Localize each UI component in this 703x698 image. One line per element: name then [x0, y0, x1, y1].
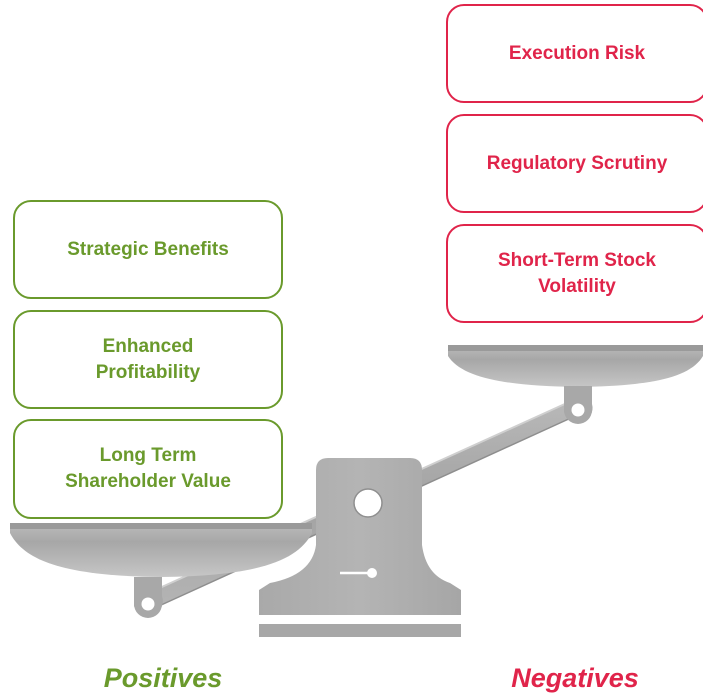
- negative-item-label: Short-Term Stock Volatility: [497, 249, 656, 297]
- positive-item-strategic-benefits: Strategic Benefits: [13, 200, 283, 299]
- positive-item-label: Long Term Shareholder Value: [65, 445, 231, 492]
- positives-caption: Positives: [103, 663, 223, 693]
- positive-item-label: Enhanced Profitability: [95, 335, 201, 383]
- left-pan: [10, 523, 312, 618]
- scale-fulcrum: [259, 458, 461, 637]
- positive-item-long-term-shareholder-value: Long Term Shareholder Value: [13, 419, 283, 519]
- positive-item-label: Strategic Benefits: [67, 238, 229, 260]
- positive-item-enhanced-profitability: Enhanced Profitability: [13, 310, 283, 409]
- negative-item-short-term-stock-volatility: Short-Term Stock Volatility: [446, 224, 703, 323]
- right-pan: [448, 345, 703, 424]
- negative-item-execution-risk: Execution Risk: [446, 4, 703, 103]
- negatives-caption: Negatives: [511, 663, 639, 693]
- negative-item-label: Execution Risk: [508, 42, 646, 64]
- negative-item-regulatory-scrutiny: Regulatory Scrutiny: [446, 114, 703, 213]
- negative-item-label: Regulatory Scrutiny: [486, 152, 668, 174]
